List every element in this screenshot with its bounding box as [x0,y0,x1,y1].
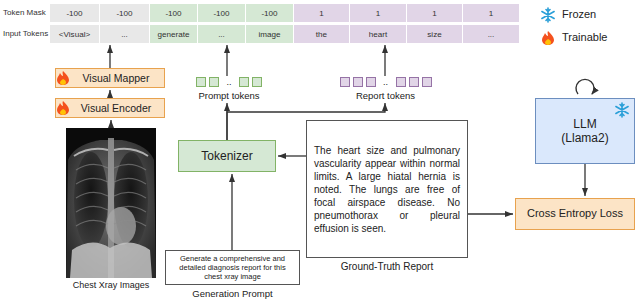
model-box-shape: LLM (Llama2) [535,98,635,164]
token-square [366,77,376,87]
image-caption: Chest Xray Images [46,280,176,290]
connector-arrow [468,213,513,214]
module-box-shape: Visual Encoder [55,98,165,118]
box-text: Visual Encoder [81,102,151,115]
xray-heart [106,207,136,245]
token-group: .. Prompt tokens [185,76,273,101]
row-label: Input Tokens [3,29,48,38]
xray-clavicle [74,149,148,156]
token-cell: 1 [463,4,520,22]
connector-arrow [109,90,110,98]
token-mask-row: -100-100-100-100-1001111 [50,4,520,22]
trainable-icon [57,71,69,85]
box-caption: Generation Prompt [165,288,300,299]
token-cell: -100 [50,4,100,22]
box-caption: Ground-Truth Report [306,261,468,272]
token-squares: .. [338,76,433,88]
box-text: The heart size and pulmonary vascularity… [314,144,460,235]
connector-arrow [231,174,232,250]
prompt-box: Generate a comprehensive and detailed di… [165,250,300,299]
token-cell: image [246,25,294,43]
connector-arrow [584,164,585,196]
connector-arrow [109,45,110,68]
input-token-row: <Visual>...generate...imagetheheartsize.… [50,25,520,43]
xray-diaphragm [70,242,152,278]
legend-text: Frozen [562,8,596,20]
box-text: Tokenizer [201,149,252,163]
loop-arrow [576,79,594,94]
token-cell: ... [198,25,246,43]
connector-arrow [110,120,111,128]
token-cell: -100 [246,4,294,22]
image-panel: Chest Xray Images [66,128,156,290]
module-box: Visual Mapper [55,68,165,88]
token-square [422,77,432,87]
ellipsis: .. [226,76,231,88]
box-text: LLM (Llama2) [558,117,613,146]
row-label: Token Mask [3,8,46,17]
connector-arrow [384,45,385,76]
token-square [396,77,406,87]
token-cell: size [407,25,463,43]
token-cell: ... [100,25,150,43]
trainable-icon [57,101,69,115]
process-box-shape: Tokenizer [178,140,276,172]
token-cell: -100 [150,4,198,22]
token-cell: generate [150,25,198,43]
box-text: Visual Mapper [83,72,150,85]
module-box: Visual Encoder [55,98,165,118]
token-square [239,77,249,87]
token-group-label: Report tokens [338,90,433,101]
xray-background [66,128,156,278]
image-area [66,128,156,278]
token-cell: heart [350,25,407,43]
token-cell: <Visual> [50,25,100,43]
token-group: .. Report tokens [338,76,433,101]
token-square [209,77,219,87]
loss-box: Cross Entropy Loss [515,198,635,230]
legend-text: Trainable [562,31,607,43]
token-squares: .. [185,76,273,88]
token-cell: 1 [350,4,407,22]
token-cell: -100 [100,4,150,22]
token-square [252,77,262,87]
frozen-icon [542,8,554,22]
box-text: Cross Entropy Loss [527,207,623,220]
ellipsis: .. [383,76,388,88]
prompt-box-shape: Generate a comprehensive and detailed di… [165,250,300,285]
token-square [353,77,363,87]
token-group-label: Prompt tokens [185,90,273,101]
token-cell: 1 [407,4,463,22]
box-text: Generate a comprehensive and detailed di… [171,254,294,281]
token-cell: ... [463,25,520,43]
frozen-icon [616,103,628,117]
token-square [409,77,419,87]
module-box-shape: Visual Mapper [55,68,165,88]
process-box: Tokenizer [178,140,276,172]
connector-arrow [278,155,306,156]
token-cell: 1 [294,4,350,22]
chest-xray-image [66,128,156,278]
token-cell: the [294,25,350,43]
model-box: LLM (Llama2) [535,98,635,164]
report-box: The heart size and pulmonary vascularity… [306,120,468,272]
report-box-shape: The heart size and pulmonary vascularity… [306,120,468,258]
loss-box-shape: Cross Entropy Loss [515,198,635,230]
xray-ribs [76,164,146,226]
token-square [196,77,206,87]
token-square [340,77,350,87]
connector-arrow [226,45,227,76]
token-cell: -100 [198,4,246,22]
trainable-icon [542,31,554,45]
